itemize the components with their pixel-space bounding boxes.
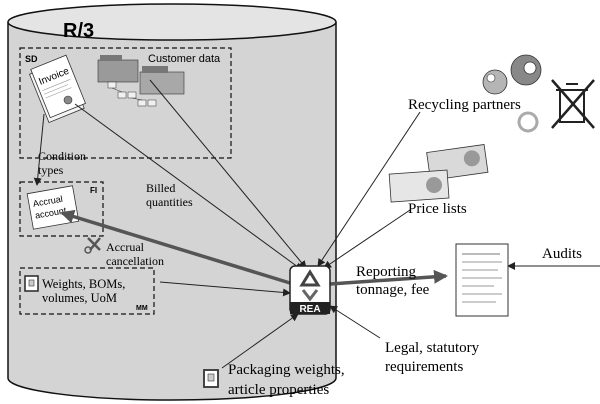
sd-module-box (19, 47, 232, 159)
packaging-box-icon (203, 369, 219, 388)
price-lists-label: Price lists (408, 201, 467, 217)
invoice-document-icon: Invoice (28, 54, 87, 123)
customer-buildings-icon (97, 55, 185, 107)
fi-tag: FI (90, 186, 97, 195)
rea-hub: REA (289, 265, 331, 315)
billed-label-1: Billed (146, 181, 175, 195)
crossed-bin-icon (551, 79, 595, 129)
customer-data-label: Customer data (148, 53, 221, 65)
condition-label-2: types (38, 163, 64, 177)
mm-line1: Weights, BOMs, (42, 277, 125, 291)
rea-label: REA (299, 304, 320, 315)
banknotes-icon (388, 144, 489, 203)
mm-line2: volumes, UoM (42, 291, 117, 305)
accrual-thick-arrow (60, 209, 291, 285)
accrual-cancel-label-2: cancellation (106, 254, 164, 268)
accrual-account-icon: Accrual account (26, 185, 80, 230)
weight-box-icon (24, 275, 39, 292)
mm-tag: MM (136, 305, 148, 312)
mm-module-box (19, 267, 155, 315)
recycling-partners-label: Recycling partners (408, 97, 521, 113)
billed-label-2: quantities (146, 195, 193, 209)
legal-label-2: requirements (385, 359, 463, 375)
report-form-icon (455, 243, 509, 317)
recycle-symbol-icon (299, 269, 321, 302)
recycling-logos-icon (482, 54, 542, 133)
reporting-thick-arrow (329, 269, 448, 286)
audits-label: Audits (542, 246, 582, 262)
packaging-label-1: Packaging weights, (228, 362, 345, 378)
reporting-label-2: tonnage, fee (356, 282, 430, 298)
scissors-icon (84, 237, 101, 254)
sd-tag: SD (25, 54, 38, 64)
condition-label-1: Condition (38, 149, 86, 163)
packaging-label-2: article properties (228, 382, 329, 398)
connector-lines (33, 79, 600, 369)
r3-cylinder (7, 3, 337, 401)
fi-module-box (19, 181, 104, 237)
reporting-label-1: Reporting (356, 264, 416, 280)
r3-title: R/3 (63, 20, 94, 42)
legal-label-1: Legal, statutory (385, 340, 480, 356)
accrual-cancel-label-1: Accrual (106, 240, 145, 254)
